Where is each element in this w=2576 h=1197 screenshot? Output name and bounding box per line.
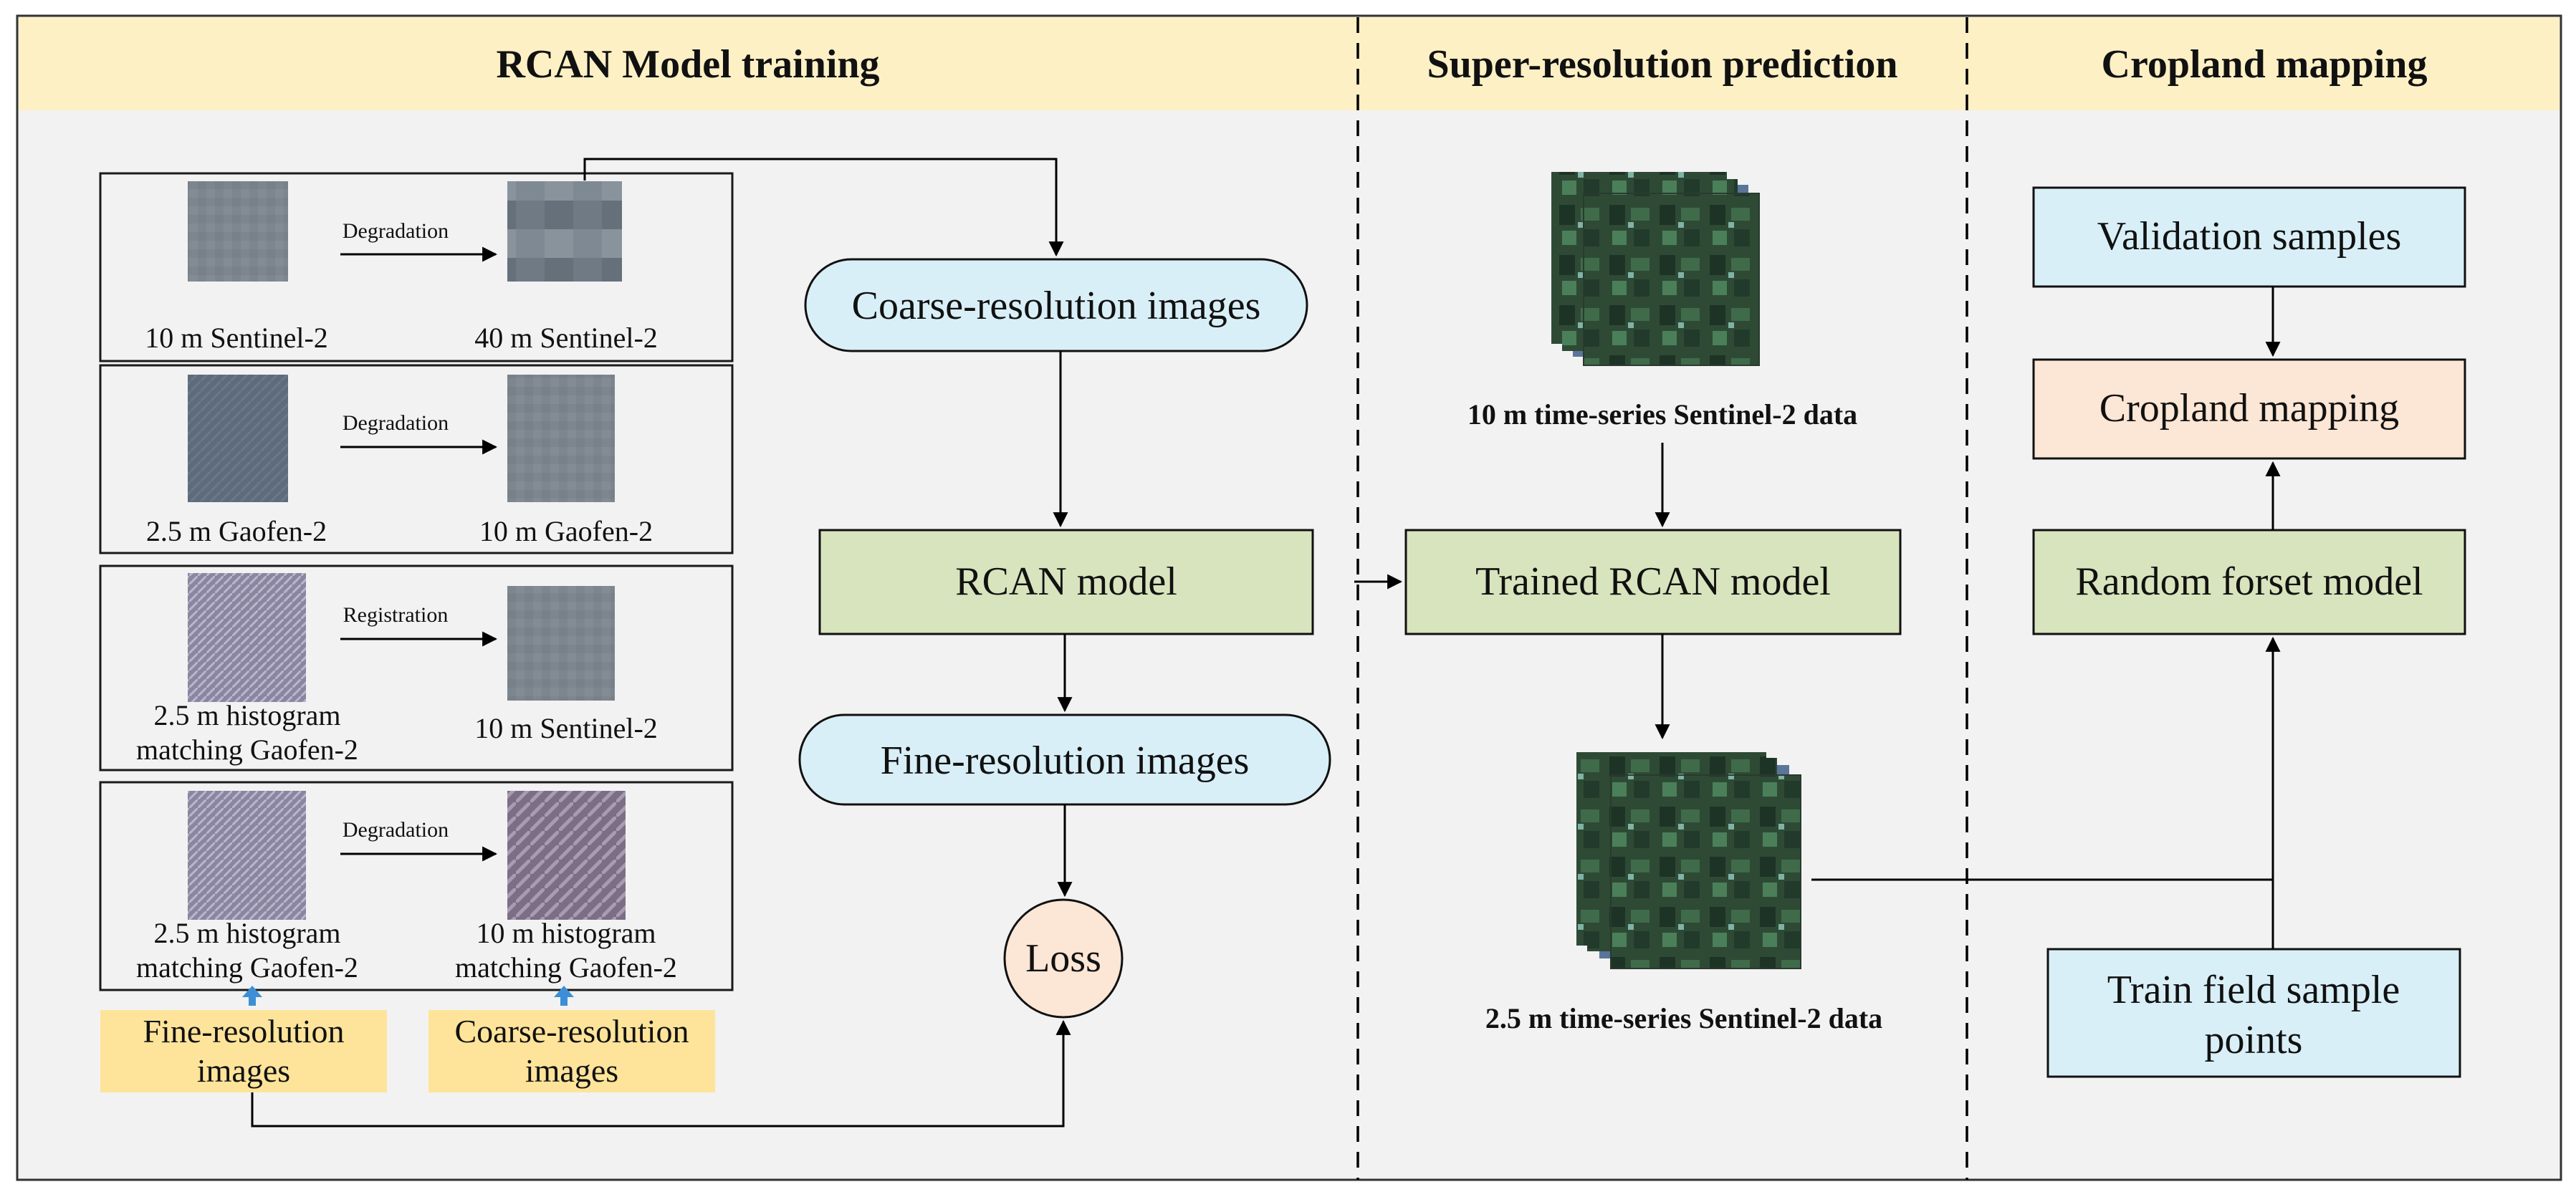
coarse-resolution-tag — [428, 1010, 715, 1092]
histogram-gaofen-10m-image — [507, 791, 626, 920]
gaofen-10m-image — [507, 375, 615, 502]
small-up-arrow-fine — [242, 986, 262, 1006]
loss-node — [1003, 898, 1124, 1019]
train-points-box — [2046, 948, 2461, 1078]
histogram-gaofen-image — [188, 573, 306, 702]
coarse-tag-line-1: Coarse-resolution — [454, 1013, 689, 1049]
process-label: Registration — [343, 603, 449, 627]
arrow-to-coarse — [583, 158, 1064, 257]
fine-tag-line-2: images — [197, 1052, 290, 1089]
coarse-tag-line-2: images — [525, 1052, 618, 1089]
left-label-line-1: 2.5 m histogram — [153, 699, 340, 731]
sentinel-10m-registered-image — [507, 586, 615, 701]
fine-tag-line-1: Fine-resolution — [143, 1013, 344, 1049]
loss-label: Loss — [1025, 936, 1101, 981]
sentinel-10m-image — [188, 181, 288, 282]
rcan-model-label: RCAN model — [955, 559, 1177, 604]
train-points-line-1: Train field sample — [2107, 968, 2400, 1012]
output-image-stack — [1576, 752, 1801, 969]
pair-box-1: Degradation 10 m Sentinel-2 40 m Sentine… — [99, 172, 734, 362]
arrow-tag-to-loss — [251, 1019, 1071, 1128]
right-label: 40 m Sentinel-2 — [474, 322, 658, 354]
coarse-images-box — [804, 258, 1308, 352]
input-data-label: 10 m time-series Sentinel-2 data — [1467, 398, 1857, 431]
histogram-gaofen-2-5m-image — [188, 791, 306, 920]
header-prediction: Super-resolution prediction — [1427, 42, 1897, 87]
process-label: Degradation — [343, 411, 449, 435]
header-mapping: Cropland mapping — [2102, 42, 2428, 87]
sentinel-40m-image — [507, 181, 622, 282]
trained-rcan-label: Trained RCAN model — [1475, 559, 1831, 604]
right-label-line-1: 10 m histogram — [476, 917, 656, 949]
pair-box-3: Registration 2.5 m histogram matching Ga… — [99, 564, 734, 771]
cropland-mapping-label: Cropland mapping — [2099, 386, 2399, 431]
fine-resolution-tag — [100, 1010, 387, 1092]
train-points-line-2: points — [2205, 1018, 2303, 1062]
process-label: Degradation — [343, 818, 449, 842]
input-image-stack — [1551, 172, 1760, 366]
fine-images-label: Fine-resolution images — [881, 739, 1250, 783]
trained-rcan-box — [1404, 529, 1902, 635]
small-up-arrow-coarse — [554, 986, 574, 1006]
random-forest-box — [2032, 529, 2466, 635]
header-band — [19, 17, 2560, 110]
validation-samples-label: Validation samples — [2097, 214, 2402, 259]
validation-samples-box — [2032, 186, 2466, 288]
training-pairs: Degradation 10 m Sentinel-2 40 m Sentine… — [99, 172, 734, 991]
left-label-line-2: matching Gaofen-2 — [136, 734, 358, 766]
output-data-label: 2.5 m time-series Sentinel-2 data — [1485, 1002, 1882, 1034]
rcan-model-box — [818, 529, 1314, 635]
left-label: 2.5 m Gaofen-2 — [146, 515, 327, 547]
right-label: 10 m Sentinel-2 — [474, 712, 658, 744]
pair-box-4: Degradation 2.5 m histogram matching Gao… — [99, 781, 734, 991]
left-label-line-2: matching Gaofen-2 — [136, 951, 358, 984]
random-forest-label: Random forset model — [2075, 559, 2423, 604]
left-label: 10 m Sentinel-2 — [145, 322, 328, 354]
right-label-line-2: matching Gaofen-2 — [455, 951, 677, 984]
coarse-images-label: Coarse-resolution images — [852, 284, 1261, 328]
pair-box-2: Degradation 2.5 m Gaofen-2 10 m Gaofen-2 — [99, 364, 734, 554]
gaofen-2-5m-image — [188, 375, 288, 502]
header-training: RCAN Model training — [496, 42, 879, 87]
cropland-mapping-box — [2032, 358, 2466, 460]
process-label: Degradation — [343, 219, 449, 243]
right-label: 10 m Gaofen-2 — [479, 515, 653, 547]
left-label-line-1: 2.5 m histogram — [153, 917, 340, 949]
